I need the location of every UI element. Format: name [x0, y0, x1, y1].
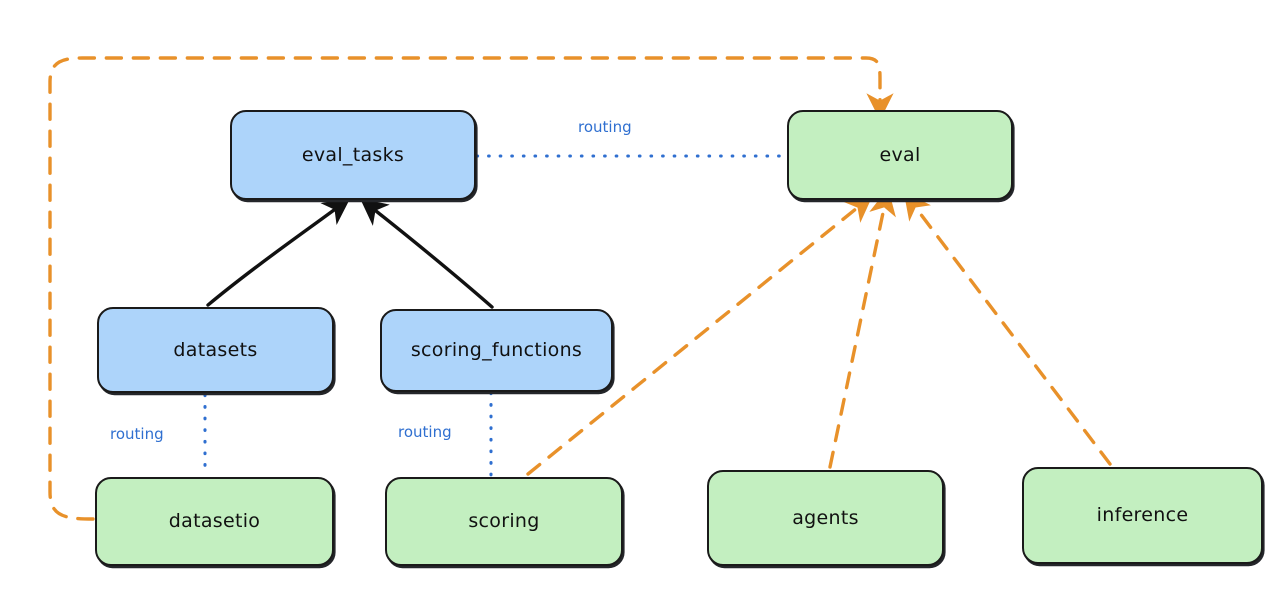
node-agents[interactable]: agents	[707, 470, 944, 566]
node-inference[interactable]: inference	[1022, 467, 1263, 564]
node-label-datasets: datasets	[173, 338, 258, 361]
node-label-scoring-functions: scoring_functions	[410, 339, 583, 362]
node-label-eval: eval	[879, 143, 921, 166]
edge-agents-eval	[828, 188, 896, 469]
edge-label-routing-scoring: routing	[398, 423, 452, 441]
edge-inference-eval	[903, 191, 1112, 466]
edge-datasets-eval_tasks	[206, 197, 351, 307]
edge-scoring_functions-eval_tasks	[360, 198, 494, 309]
node-datasetio[interactable]: datasetio	[95, 477, 334, 566]
node-label-scoring: scoring	[468, 510, 540, 533]
node-label-inference: inference	[1096, 504, 1189, 527]
edge-label-routing-eval: routing	[578, 118, 632, 136]
node-scoring-functions[interactable]: scoring_functions	[380, 309, 613, 392]
node-datasets[interactable]: datasets	[97, 307, 334, 393]
node-eval-tasks[interactable]: eval_tasks	[230, 110, 476, 200]
node-eval[interactable]: eval	[787, 110, 1013, 200]
edge-label-routing-datasetio: routing	[110, 425, 164, 443]
node-label-datasetio: datasetio	[168, 510, 261, 533]
node-label-eval-tasks: eval_tasks	[301, 143, 405, 166]
node-label-agents: agents	[792, 506, 859, 529]
node-scoring[interactable]: scoring	[385, 477, 623, 566]
